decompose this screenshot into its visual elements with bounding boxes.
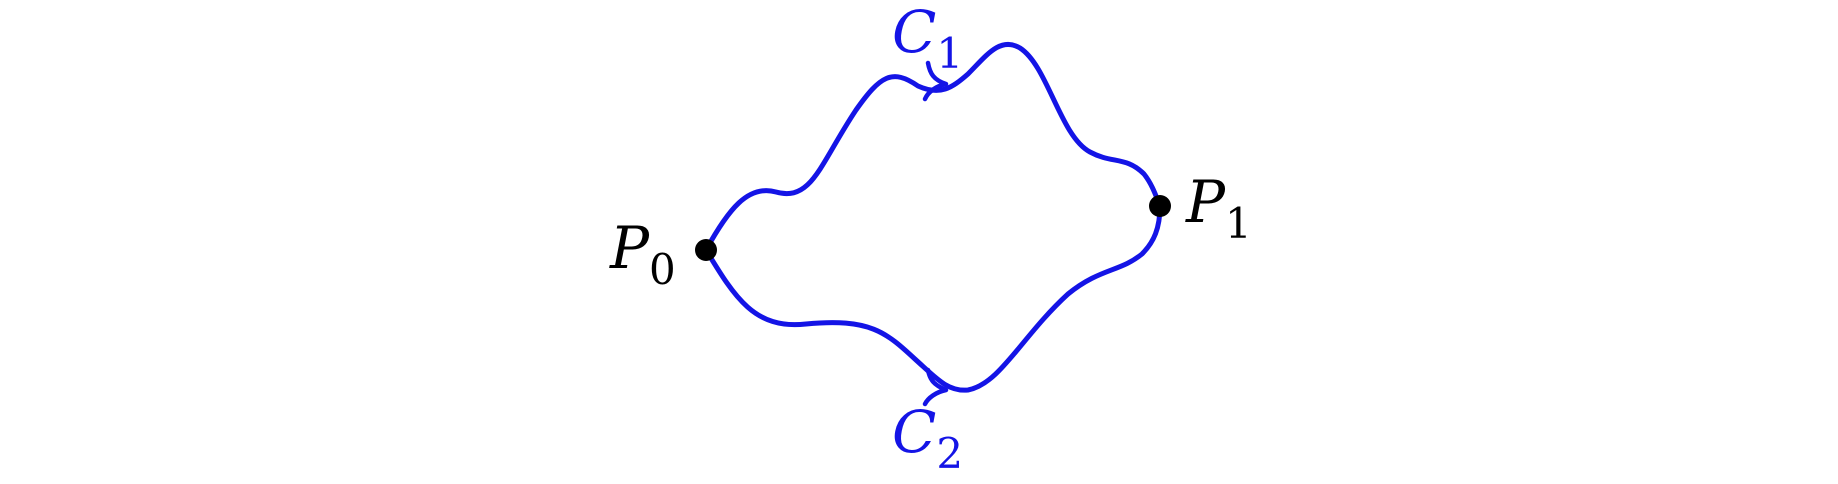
label-c1: C1 [892,0,963,78]
label-c1-letter: C [892,0,936,66]
label-p0-subscript: 0 [649,245,676,294]
label-c1-subscript: 1 [936,29,963,78]
curve-c2 [703,203,1163,393]
label-p1-subscript: 1 [1225,199,1252,248]
arrowhead-c1-icon [922,60,949,102]
label-c2-subscript: 2 [936,429,963,478]
label-p0-letter: P [609,214,650,282]
arrowhead-c2-icon [922,367,949,407]
label-p0: P0 [609,214,676,294]
label-c2: C2 [892,398,963,478]
label-p1: P1 [1185,168,1252,248]
label-p1-letter: P [1185,168,1226,236]
curve-c1 [703,41,1163,253]
point-p0-dot [695,239,717,261]
label-c2-letter: C [892,398,936,466]
point-p1-dot [1149,195,1171,217]
